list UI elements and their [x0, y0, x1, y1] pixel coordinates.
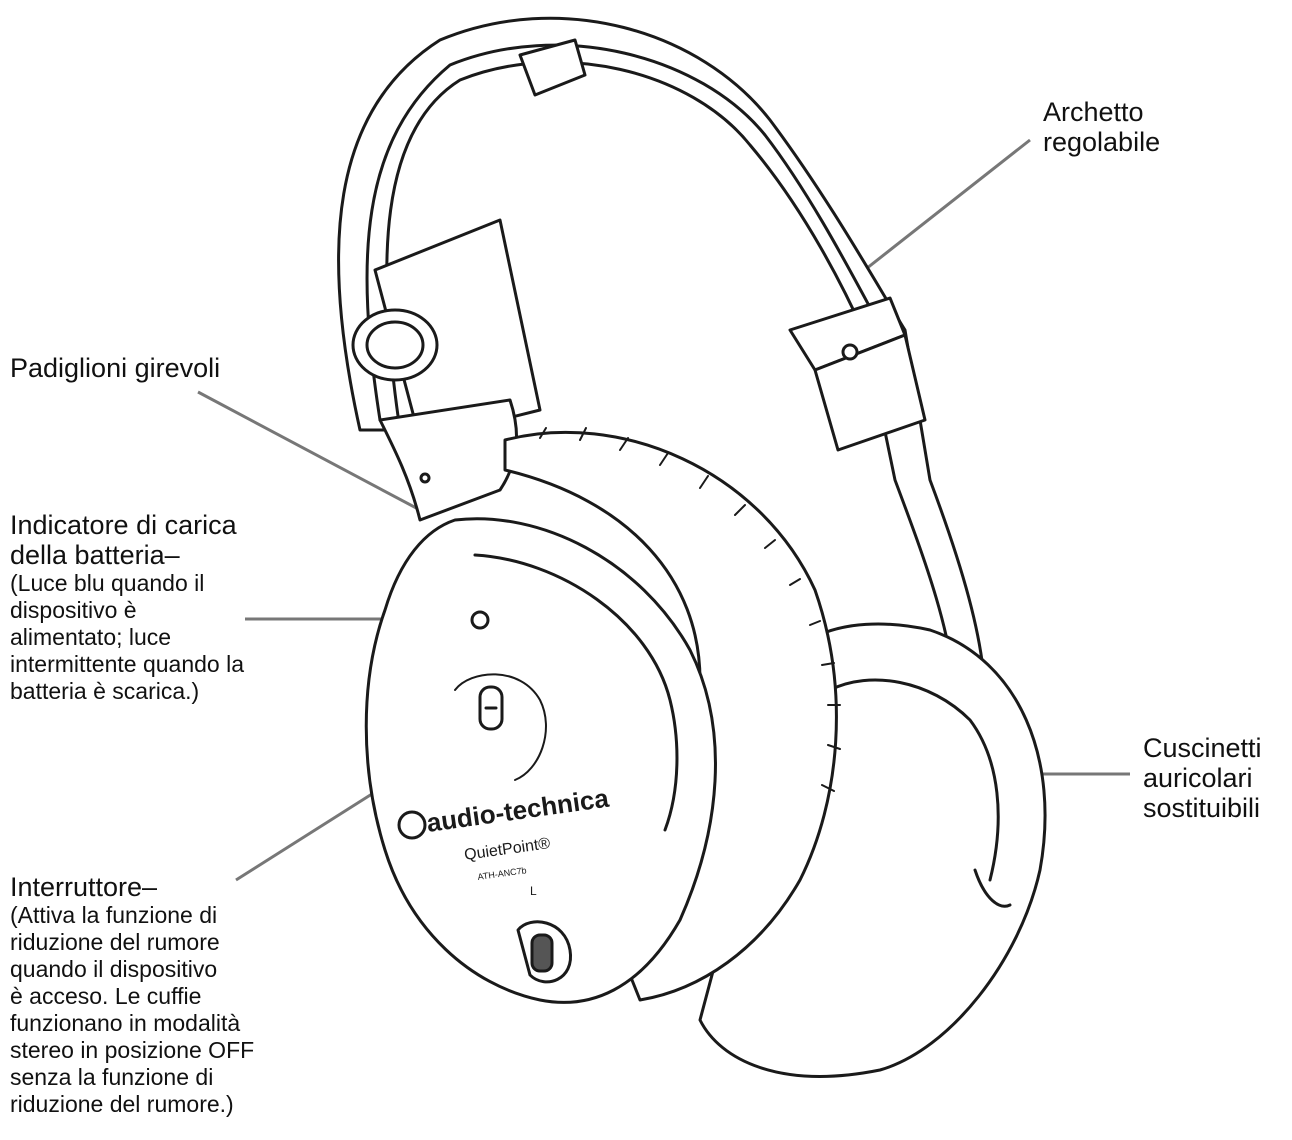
- label-cushion-line-2: auricolari: [1143, 763, 1262, 793]
- label-switch-title-1: Interruttore–: [10, 872, 254, 902]
- label-swivel: Padiglioni girevoli: [10, 353, 220, 383]
- headphones-drawing: [339, 18, 1046, 1076]
- label-cushion-line-1: Cuscinetti: [1143, 733, 1262, 763]
- yoke: [380, 400, 517, 520]
- label-battery-indicator: Indicatore di carica della batteria– (Lu…: [10, 510, 244, 705]
- input-jack-mesh: [532, 935, 552, 971]
- label-switch-desc-4: è acceso. Le cuffie: [10, 983, 254, 1010]
- adjuster-screw: [843, 345, 857, 359]
- label-battery-title-2: della batteria–: [10, 540, 244, 570]
- label-switch-desc-8: riduzione del rumore.): [10, 1091, 254, 1118]
- label-ear-cushions: Cuscinetti auricolari sostituibili: [1143, 733, 1262, 823]
- label-battery-title-1: Indicatore di carica: [10, 510, 244, 540]
- label-switch-desc-1: (Attiva la funzione di: [10, 902, 254, 929]
- yoke-screw: [421, 474, 429, 482]
- battery-led: [472, 612, 488, 628]
- label-switch-desc-2: riduzione del rumore: [10, 929, 254, 956]
- label-battery-desc-2: dispositivo è: [10, 597, 244, 624]
- label-headband-line-1: Archetto: [1043, 97, 1160, 127]
- swivel-ring-inner: [367, 322, 423, 368]
- label-battery-desc-5: batteria è scarica.): [10, 678, 244, 705]
- label-switch-desc-3: quando il dispositivo: [10, 956, 254, 983]
- label-headband: Archetto regolabile: [1043, 97, 1160, 157]
- label-headband-line-2: regolabile: [1043, 127, 1160, 157]
- leader-headband: [843, 140, 1030, 287]
- side-marker: L: [530, 884, 537, 898]
- label-power-switch: Interruttore– (Attiva la funzione di rid…: [10, 872, 254, 1118]
- label-switch-desc-5: funzionano in modalità: [10, 1010, 254, 1037]
- label-battery-desc-4: intermittente quando la: [10, 651, 244, 678]
- label-battery-desc-1: (Luce blu quando il: [10, 570, 244, 597]
- label-switch-desc-6: stereo in posizione OFF: [10, 1037, 254, 1064]
- label-cushion-line-3: sostituibili: [1143, 793, 1262, 823]
- label-swivel-line-1: Padiglioni girevoli: [10, 353, 220, 383]
- label-battery-desc-3: alimentato; luce: [10, 624, 244, 651]
- label-switch-desc-7: senza la funzione di: [10, 1064, 254, 1091]
